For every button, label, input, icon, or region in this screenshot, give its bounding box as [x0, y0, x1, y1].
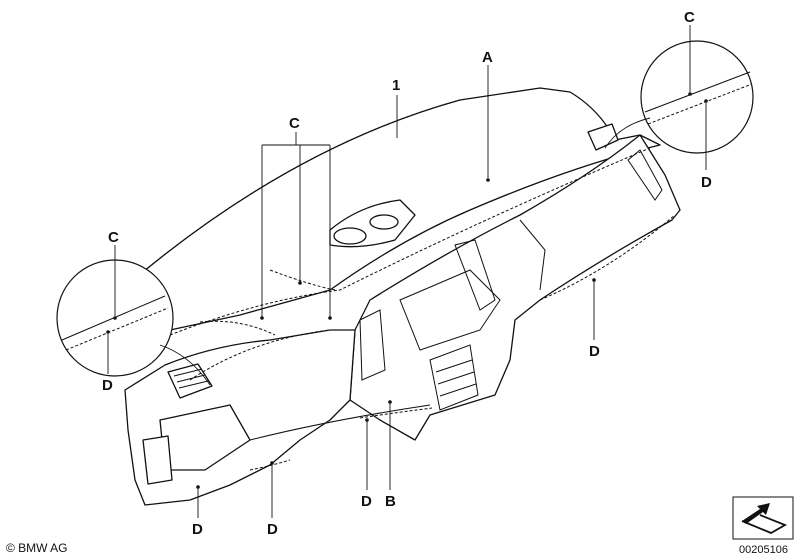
direction-arrow-icon: [732, 496, 794, 540]
label-c-center: C: [289, 115, 300, 132]
label-d-left-circle: D: [102, 377, 113, 394]
label-d-bottom: D: [361, 493, 372, 510]
copyright-text: © BMW AG: [6, 541, 68, 555]
callout-labels: 1 A C C C D D D D D D B: [102, 9, 712, 538]
label-d-right-circle: D: [701, 174, 712, 191]
label-d-lower-left: D: [192, 521, 203, 538]
label-b: B: [385, 493, 396, 510]
label-a: A: [482, 49, 493, 66]
footer: © BMW AG 00205106: [6, 496, 794, 556]
seam-lines: [109, 99, 676, 471]
detail-circle-right: [604, 40, 754, 154]
detail-circle-left: [56, 259, 211, 386]
label-c-right: C: [684, 9, 695, 26]
dashboard-body: [109, 87, 681, 506]
part-number: 00205106: [739, 544, 788, 556]
label-d-right: D: [589, 343, 600, 360]
label-part-1: 1: [392, 77, 400, 94]
leader-lines: [107, 25, 707, 518]
label-d-lower-mid: D: [267, 521, 278, 538]
label-c-left: C: [108, 229, 119, 246]
